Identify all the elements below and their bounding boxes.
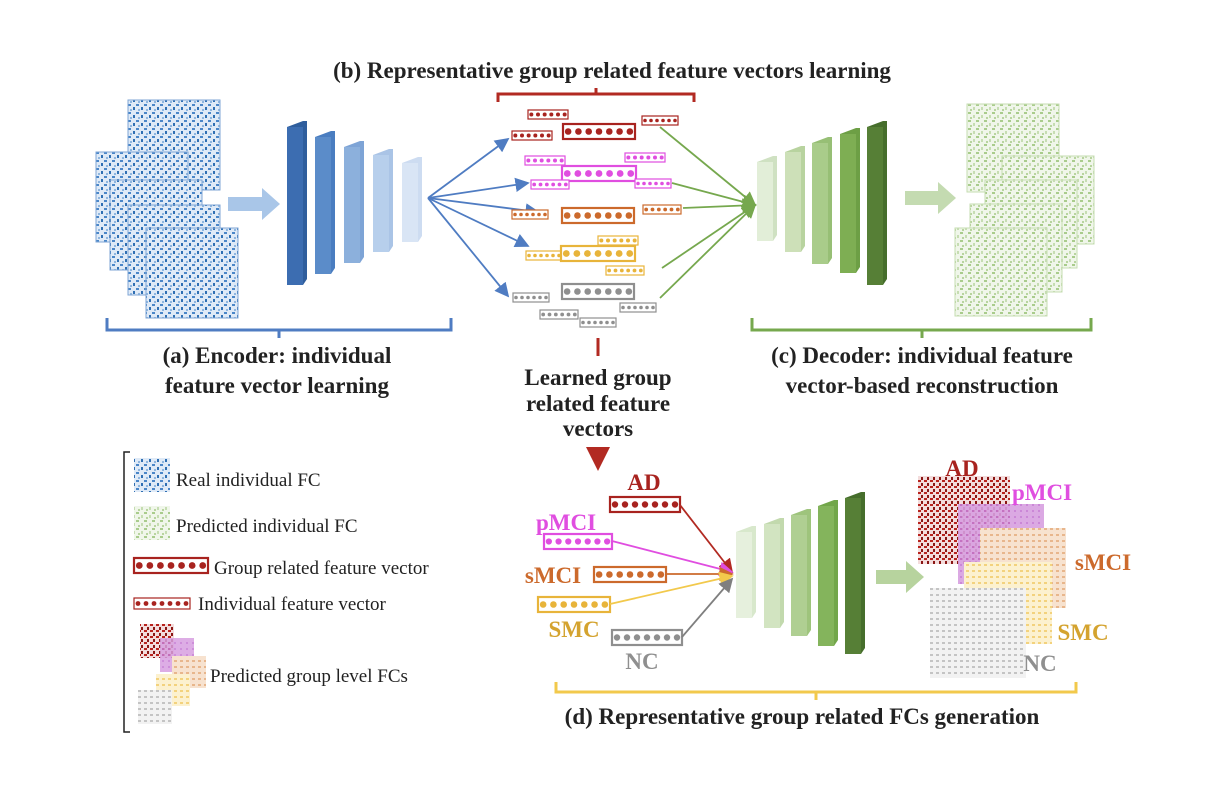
indiv-vector: [539, 309, 579, 320]
group-vector-smc: [559, 244, 637, 263]
title-a-line1: (a) Encoder: individual: [163, 343, 392, 368]
output-arrow: [905, 182, 956, 214]
feature-vector-cluster: [511, 109, 682, 328]
decoder-layers-top: [757, 121, 887, 285]
indiv-vector: [512, 292, 550, 303]
legend-indiv-vector-swatch: [133, 597, 191, 610]
label-d-smci: sMCI: [525, 563, 581, 588]
indiv-vector: [525, 250, 563, 261]
indiv-vector: [530, 179, 570, 190]
decoder-layers-d: [736, 492, 865, 654]
legend-group-fcs-swatch: [138, 624, 206, 724]
d-vector-pmci: [542, 532, 614, 551]
indiv-vector: [605, 265, 645, 276]
legend-real-fc-swatch: [134, 458, 170, 492]
bracket-d: [554, 682, 1078, 700]
legend-group-fcs: Predicted group level FCs: [210, 666, 408, 687]
learned-line1: Learned group: [524, 365, 671, 390]
title-c-line1: (c) Decoder: individual feature: [771, 343, 1073, 368]
group-vector-smci: [560, 206, 636, 225]
title-a-line2: feature vector learning: [165, 373, 389, 398]
bracket-b: [496, 88, 696, 102]
decoder-arrows: [659, 126, 757, 299]
d-vector-smci: [592, 565, 668, 584]
legend-bracket: [123, 451, 130, 733]
bracket-a: [105, 318, 453, 338]
d-vector-ad: [608, 495, 682, 514]
legend-group-vector: Group related feature vector: [214, 558, 429, 579]
bracket-c: [750, 318, 1093, 338]
title-d: (d) Representative group related FCs gen…: [565, 704, 1040, 729]
indiv-vector: [642, 204, 682, 215]
group-fc-stack: [918, 476, 1066, 678]
legend-pred-fc-swatch: [134, 506, 170, 540]
indiv-vector: [624, 152, 666, 163]
indiv-vector: [527, 109, 569, 120]
legend-group-vector-swatch: [132, 556, 210, 575]
legend-pred-fc: Predicted individual FC: [176, 516, 358, 537]
legend-indiv-vector: Individual feature vector: [198, 594, 386, 615]
indiv-vector: [579, 317, 617, 328]
indiv-vector: [511, 130, 553, 141]
group-vectors-d: [536, 495, 684, 647]
encoder-layers: [287, 121, 422, 285]
indiv-vector: [641, 115, 679, 126]
legend-indiv-vector-box: [133, 597, 191, 610]
indiv-vector: [634, 178, 672, 189]
pred-fc-stack: [954, 103, 1095, 317]
label-fc-smc: SMC: [1057, 620, 1108, 645]
label-fc-pmci: pMCI: [1012, 480, 1072, 505]
real-fc-stack: [95, 99, 239, 319]
group-vector-ad: [561, 122, 637, 141]
legend-real-fc: Real individual FC: [176, 470, 321, 491]
title-b: (b) Representative group related feature…: [333, 58, 891, 83]
learned-line2: related feature: [526, 391, 670, 416]
label-fc-smci: sMCI: [1075, 550, 1131, 575]
indiv-vector: [619, 302, 657, 313]
label-d-nc: NC: [625, 649, 658, 674]
label-d-smc: SMC: [548, 617, 599, 642]
title-c-line2: vector-based reconstruction: [786, 373, 1059, 398]
d-vector-smc: [536, 595, 612, 614]
indiv-vector: [597, 235, 639, 246]
legend-group-vector-box: [132, 556, 210, 575]
d-vector-nc: [610, 628, 684, 647]
label-d-pmci: pMCI: [536, 510, 596, 535]
label-fc-nc: NC: [1023, 651, 1056, 676]
d-input-arrows: [609, 504, 734, 638]
label-fc-ad: AD: [945, 456, 978, 481]
input-arrow: [228, 188, 280, 220]
d-output-arrow: [876, 561, 924, 593]
indiv-vector: [511, 209, 549, 220]
learned-line3: vectors: [563, 416, 633, 441]
group-vector-pmci: [560, 164, 638, 183]
indiv-vector: [524, 155, 566, 166]
label-d-ad: AD: [627, 470, 660, 495]
group-vector-nc: [560, 282, 636, 301]
